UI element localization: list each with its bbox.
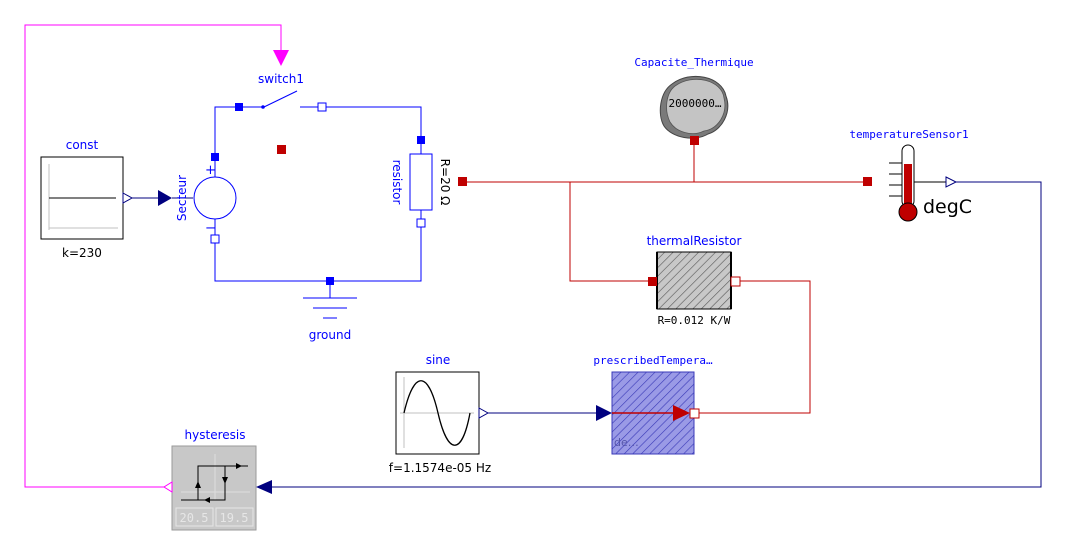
hysteresis-output-port[interactable] — [163, 481, 173, 493]
prescribed-unit-hint: de… — [614, 436, 639, 449]
ground-pin[interactable] — [326, 277, 334, 285]
ground[interactable]: ground — [303, 277, 357, 342]
resistor-heat-port[interactable] — [458, 177, 467, 186]
secteur-input-port[interactable] — [158, 190, 172, 206]
hysteresis-upper: 20.5 — [180, 511, 209, 525]
const-output-port[interactable] — [122, 192, 134, 204]
boolean-wire-hysteresis-switch[interactable] — [24, 24, 282, 488]
const-block[interactable]: const k=230 — [40, 138, 134, 260]
thermal-resistor-port-a[interactable] — [648, 277, 657, 286]
const-name: const — [66, 138, 99, 152]
ground-name: ground — [309, 328, 351, 342]
temperature-sensor-unit: degC — [923, 196, 972, 218]
thermal-resistor-port-b[interactable] — [730, 276, 741, 287]
prescribed-temperature[interactable]: de… prescribedTempera… — [593, 354, 713, 455]
electric-wire-switch-resistor[interactable] — [322, 106, 422, 140]
switch1-pin-n[interactable] — [317, 102, 327, 112]
thermal-wire-to-thermal-resistor[interactable] — [569, 182, 650, 282]
hysteresis-block[interactable]: 20.5 19.5 hysteresis — [163, 428, 272, 531]
sine-name: sine — [426, 353, 451, 367]
hysteresis-input-port[interactable] — [256, 480, 272, 494]
electric-wire-bottom-loop[interactable] — [214, 223, 422, 282]
switch1-heat-port[interactable] — [277, 145, 286, 154]
const-param: k=230 — [62, 246, 102, 260]
sine-param: f=1.1574e-05 Hz — [389, 461, 491, 475]
thermal-wire-thermal-resistor-prescribed[interactable] — [699, 280, 811, 414]
signal-wire-sensor-hysteresis[interactable] — [272, 181, 1042, 488]
temperature-sensor[interactable]: degC temperatureSensor1 — [849, 128, 972, 222]
sine-output-port[interactable] — [478, 407, 490, 419]
electric-wire-secteur-top[interactable] — [214, 106, 239, 157]
secteur-source[interactable]: + − Secteur — [158, 153, 237, 244]
resistor-pin-p[interactable] — [417, 136, 425, 144]
secteur-plus: + — [205, 163, 216, 178]
resistor-param: R=20 Ω — [438, 159, 452, 206]
switch1-control-port[interactable] — [273, 50, 289, 66]
switch1-pin-p[interactable] — [235, 103, 243, 111]
temperature-sensor-heat-port[interactable] — [863, 177, 872, 186]
secteur-minus: − — [205, 221, 216, 236]
thermal-resistor[interactable]: thermalResistor R=0.012 K/W — [647, 234, 742, 327]
temperature-sensor-output-port[interactable] — [945, 176, 958, 188]
capacite-thermique[interactable]: 2000000… Capacite_Thermique — [634, 56, 754, 145]
secteur-name: Secteur — [175, 175, 189, 221]
prescribed-input-port[interactable] — [596, 405, 612, 421]
temperature-sensor-name: temperatureSensor1 — [849, 128, 968, 141]
secteur-positive-pin[interactable] — [211, 153, 219, 161]
capacite-heat-port[interactable] — [690, 136, 699, 145]
resistor-name: resistor — [390, 160, 404, 205]
capacite-name: Capacite_Thermique — [634, 56, 753, 69]
hysteresis-name: hysteresis — [185, 428, 246, 442]
secteur-negative-pin[interactable] — [210, 234, 220, 244]
hysteresis-lower: 19.5 — [220, 511, 249, 525]
thermal-resistor-name: thermalResistor — [647, 234, 742, 248]
switch1-name: switch1 — [258, 72, 304, 86]
prescribed-name: prescribedTempera… — [593, 354, 713, 367]
prescribed-heat-port[interactable] — [689, 408, 700, 419]
resistor[interactable]: resistor R=20 Ω — [390, 136, 467, 228]
capacite-value: 2000000… — [669, 97, 722, 110]
wires — [24, 24, 1042, 488]
sine-block[interactable]: sine f=1.1574e-05 Hz — [389, 353, 491, 475]
switch1[interactable]: switch1 — [235, 50, 327, 154]
resistor-pin-n[interactable] — [416, 218, 426, 228]
thermal-resistor-param: R=0.012 K/W — [658, 314, 731, 327]
